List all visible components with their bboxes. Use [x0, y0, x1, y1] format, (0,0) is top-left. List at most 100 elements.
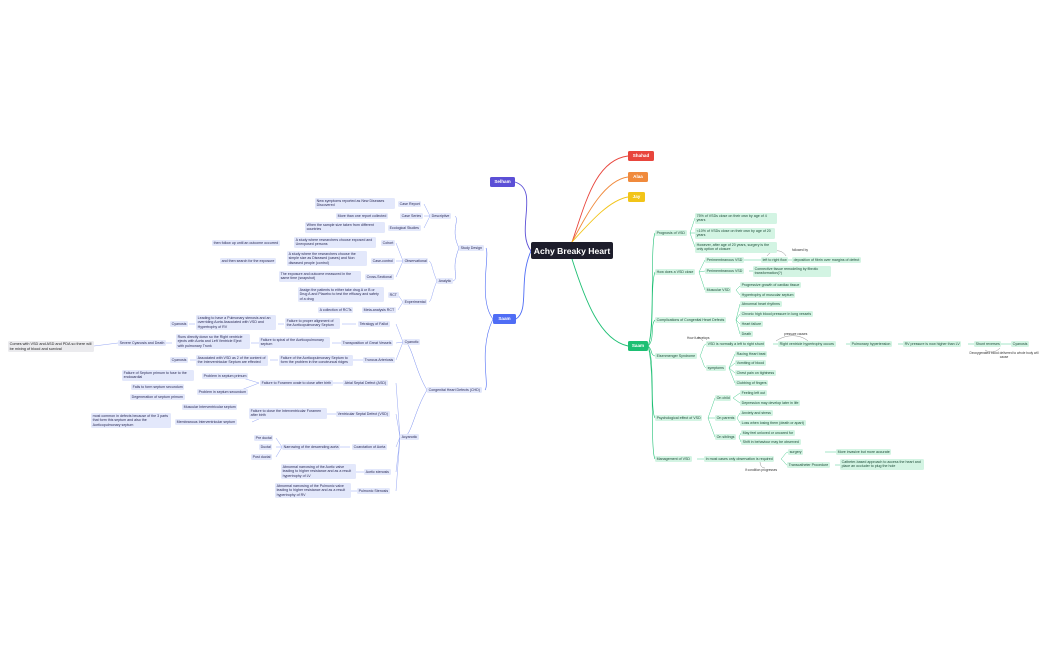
pre-ductal-node: Pre ductal — [254, 435, 274, 442]
child-effect-2: Depression may develop later in life — [740, 400, 801, 407]
tga-survival-note: Comes with VSD and ASD and PDA so there … — [8, 341, 94, 353]
tga-node[interactable]: Transposition of Great Vessels — [341, 340, 393, 347]
cyanotic-node[interactable]: Cyanotic — [403, 339, 421, 346]
followed-by-caption: followed by — [792, 248, 808, 252]
on-parents-node[interactable]: On parents — [715, 415, 736, 422]
child-effect-1: Feeling left out — [740, 390, 767, 397]
ecological-detail: When the sample size taken from differen… — [305, 222, 385, 233]
person-tag-jay[interactable]: Jay — [628, 192, 645, 202]
asd-secundum-node[interactable]: Problem in septum secundum — [197, 389, 248, 396]
truncus-node[interactable]: Truncus Arteriosis — [363, 357, 395, 364]
on-child-node[interactable]: On child — [715, 395, 732, 402]
perimembranous-node-2[interactable]: Perimembranous VSD — [705, 268, 744, 275]
vsd-detail: Failure to close the Interventricular Fo… — [249, 408, 327, 419]
deoxygenated-caption: Deoxygenated blood delivered to whole bo… — [969, 351, 1039, 359]
symptom-2: Vomiting of blood — [735, 360, 766, 367]
person-tag-saam-left[interactable]: Saam — [493, 314, 516, 324]
siblings-effect-2: Shift in behaviour may be observed — [741, 439, 801, 446]
coarctation-node[interactable]: Coarctation of Aorta — [352, 444, 387, 451]
vsd-close-node[interactable]: How does a VSD close — [655, 269, 695, 276]
tof-node[interactable]: Tetralogy of Fallot — [358, 321, 390, 328]
root-topic[interactable]: Achy Breaky Heart — [531, 242, 613, 259]
tga-detail-2: Runs directly down so the Right ventricl… — [176, 334, 250, 350]
asd-primum-node[interactable]: Problem in septum primum — [202, 373, 249, 380]
eisenmenger-cyanosis: Cyanosis — [1011, 341, 1029, 348]
aortic-stenosis-node[interactable]: Aortic stenosis — [364, 469, 391, 476]
tof-detail-2: Leading to have a Pulmonary stenosis and… — [196, 315, 276, 331]
complication-4: Death — [740, 331, 753, 338]
cross-sectional-detail: The exposure and outcome measured in the… — [279, 271, 361, 282]
perimembranous-remodeling: Connective tissue remodeling by fibrotic… — [753, 266, 831, 277]
analytic-node[interactable]: Analytic — [437, 278, 453, 285]
perimembranous-fibrin: deposition of fibrin over margins of def… — [792, 257, 861, 264]
prognosis-item-3: However, after age of 20 years, surgery … — [695, 242, 777, 253]
eisenmenger-rv-pressure: RV pressure is now higher than LV — [903, 341, 962, 348]
asd-secundum-detail-2: Degeneration of septum primum — [130, 394, 185, 401]
asd-primum-detail: Failure of Septum primum to fuse to the … — [122, 370, 194, 381]
prognosis-node[interactable]: Prognosis of VSD — [655, 230, 687, 237]
eisenmenger-pulm-htn: Pulmonary hypertension — [850, 341, 892, 348]
management-node[interactable]: Management of VSD — [655, 456, 692, 463]
perimembranous-node-1[interactable]: Perimembranous VSD — [705, 257, 744, 264]
person-tag-alaa[interactable]: Alaa — [628, 172, 648, 182]
psychological-node[interactable]: Psychological effect of VSD — [655, 415, 703, 422]
case-control-node[interactable]: Case-control — [371, 258, 395, 265]
chd-node[interactable]: Congenital Heart Defects (CHD) — [427, 387, 482, 394]
muscular-growth: Progressive growth of cardiac tissue — [740, 282, 801, 289]
symptoms-node[interactable]: symptoms — [706, 365, 726, 372]
how-it-develops-caption: How it develops — [687, 336, 710, 340]
ductal-node: Ductal — [259, 444, 273, 451]
eisenmenger-node[interactable]: Eisenmenger Syndrome — [655, 353, 697, 360]
condition-progresses-caption: If condition progresses — [745, 468, 778, 472]
case-series-detail: More than one report collected — [336, 213, 388, 220]
meta-analysis-detail: A collection of RCTs — [318, 307, 354, 314]
vsd-membranous-node[interactable]: Membranous Interventricular septum — [175, 419, 237, 426]
truncus-detail: Failure of the Aorticopulmonary Septum t… — [279, 355, 353, 366]
case-series-node[interactable]: Case Series — [400, 213, 423, 220]
acyanotic-node[interactable]: Acyanotic — [400, 434, 419, 441]
person-tag-selham[interactable]: Selham — [490, 177, 515, 187]
study-design-node[interactable]: Study Design — [459, 245, 484, 252]
post-ductal-node: Post ductal — [251, 454, 272, 461]
aortic-stenosis-detail: Abnormal narrowing of the Aortic valve l… — [281, 464, 356, 480]
descriptive-node[interactable]: Descriptive — [430, 213, 451, 220]
surgery-node[interactable]: surgery — [788, 449, 804, 456]
experimental-node[interactable]: Experimental — [403, 299, 428, 306]
on-siblings-node[interactable]: On siblings — [715, 434, 736, 441]
transcatheter-node[interactable]: Transcatheter Procedure — [787, 462, 830, 469]
cohort-detail: A study where researchers choose exposed… — [294, 237, 376, 248]
complications-node[interactable]: Complications of Congenital Heart Defect… — [655, 317, 726, 324]
vsd-muscular-node[interactable]: Muscular Interventricular septum — [182, 404, 238, 411]
eisenmenger-shunt-reverse: Shunt reverses — [974, 341, 1002, 348]
case-report-node[interactable]: Case Report — [398, 201, 422, 208]
tof-cyanosis: Cyanosis — [170, 321, 188, 328]
rct-node[interactable]: RCT — [388, 292, 399, 299]
pulmonic-stenosis-node[interactable]: Pulmonic Stenosis — [357, 488, 390, 495]
asd-node[interactable]: Atrial Septal Defect (ASD) — [343, 380, 388, 387]
person-tag-saam-right[interactable]: Saam — [628, 341, 648, 351]
case-report-detail: New symptoms reported as New Diseases Di… — [315, 198, 395, 209]
symptom-4: Clubbing of fingers — [735, 380, 769, 387]
cohort-node[interactable]: Cohort — [381, 240, 395, 247]
pulmonic-stenosis-detail: Abnormal narrowing of the Pulmonic valve… — [275, 483, 351, 499]
case-control-exposure: and then search for the exposure — [220, 258, 276, 265]
eisenmenger-shunt: VSD is normally a left to right shunt — [706, 341, 766, 348]
prognosis-item-2: <10% of VSDs close on their own by age o… — [695, 228, 775, 239]
muscular-hypertrophy: Hypertrophy of muscular septum — [740, 292, 796, 299]
cross-sectional-node[interactable]: Cross-Sectional — [365, 274, 394, 281]
truncus-cyanosis: Cyanosis — [170, 357, 188, 364]
parents-effect-2: Loss when losing them (death or apart) — [740, 420, 806, 427]
eisenmenger-rvh: Right ventricle hypertrophy occurs — [778, 341, 836, 348]
person-tag-shahad[interactable]: Shahad — [628, 151, 654, 161]
vsd-membranous-detail: most common in defects because of the 3 … — [91, 413, 171, 429]
vsd-node[interactable]: Ventricular Septal Defect (VSD) — [336, 411, 390, 418]
truncus-detail-2: Associated with VSD as 2 of the content … — [196, 355, 268, 366]
symptom-3: Chest pain on tightness — [735, 370, 776, 377]
observational-node[interactable]: Observational — [403, 258, 429, 265]
ecological-node[interactable]: Ecological Studies — [388, 225, 421, 232]
case-control-detail: A study where the researchers choose the… — [287, 251, 367, 267]
muscular-vsd-node[interactable]: Muscular VSD — [705, 287, 732, 294]
perimembranous-flow: left to right flow — [761, 257, 789, 264]
meta-analysis-node[interactable]: Meta-analysis RCT — [362, 307, 396, 314]
